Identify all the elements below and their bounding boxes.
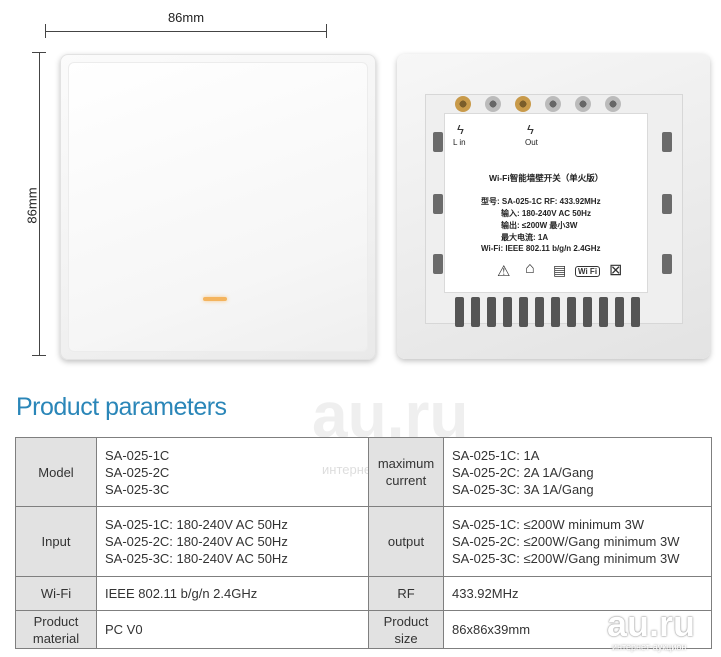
switch-back-image: ϟ ϟ L in Out Wi-Fi智能墙壁开关（单火版） 型号: SA-025…	[397, 54, 710, 359]
param-label: maximum current	[368, 437, 444, 507]
table-row: Product material PC V0 Product size 86x8…	[15, 610, 712, 649]
param-value: 433.92MHz	[443, 576, 712, 611]
watermark-corner-subtitle: интернет-аукцион	[612, 642, 687, 652]
vent-slot	[551, 297, 560, 327]
vent-slot	[503, 297, 512, 327]
param-value-line: SA-025-1C: 180-240V AC 50Hz	[105, 517, 288, 532]
param-value-line: SA-025-2C: 2A 1A/Gang	[452, 464, 594, 480]
terminal-screw	[605, 96, 621, 112]
param-label: RF	[368, 576, 444, 611]
param-value-line: 433.92MHz	[452, 586, 519, 601]
param-label: output	[368, 506, 444, 577]
height-dimension-tick-bottom	[32, 355, 46, 356]
param-value-line: SA-025-1C	[105, 447, 170, 463]
vent-slot	[487, 297, 496, 327]
sticker-title: Wi-Fi智能墙壁开关（单火版）	[489, 173, 604, 183]
sticker-line-1: 型号: SA-025-1C RF: 433.92MHz	[481, 197, 601, 206]
param-label: Wi-Fi	[15, 576, 97, 611]
width-dimension: 86mm	[45, 6, 327, 38]
terminal-screw	[545, 96, 561, 112]
param-value: SA-025-1C SA-025-2C SA-025-3C	[96, 437, 369, 507]
lightning-out-icon: ϟ	[527, 122, 534, 137]
l-in-label: L in	[453, 138, 466, 147]
param-value: SA-025-1C: 180-240V AC 50Hz SA-025-2C: 1…	[96, 506, 369, 577]
param-value-line: SA-025-2C: ≤200W/Gang minimum 3W	[452, 534, 680, 549]
width-dimension-tick-left	[45, 24, 46, 38]
vent-slot	[615, 297, 624, 327]
param-label: Product size	[368, 610, 444, 649]
side-slot	[433, 132, 443, 152]
width-dimension-tick-right	[326, 24, 327, 38]
vent-slot	[455, 297, 464, 327]
param-value: SA-025-1C: ≤200W minimum 3W SA-025-2C: ≤…	[443, 506, 712, 577]
param-value-line: SA-025-2C	[105, 464, 170, 480]
vent-slot	[471, 297, 480, 327]
out-label: Out	[525, 138, 538, 147]
terminal-screw	[515, 96, 531, 112]
terminal-screw	[485, 96, 501, 112]
side-slot	[662, 254, 672, 274]
param-value-line: SA-025-2C: 180-240V AC 50Hz	[105, 534, 288, 549]
height-dimension-tick-top	[32, 52, 46, 53]
param-label: Model	[15, 437, 97, 507]
table-row: Model SA-025-1C SA-025-2C SA-025-3C maxi…	[15, 437, 712, 507]
spec-sticker: ϟ ϟ L in Out Wi-Fi智能墙壁开关（单火版） 型号: SA-025…	[445, 114, 647, 292]
wifi-badge: Wi Fi	[575, 266, 601, 277]
param-value-line: IEEE 802.11 b/g/n 2.4GHz	[105, 586, 258, 601]
width-dimension-line	[45, 31, 327, 32]
param-value-line: PC V0	[105, 622, 143, 637]
height-dimension-line	[39, 52, 40, 356]
side-slot	[662, 194, 672, 214]
indoor-use-icon: ⌂	[525, 260, 535, 277]
sticker-line-2: 输入: 180-240V AC 50Hz	[501, 209, 591, 218]
vent-slot	[535, 297, 544, 327]
switch-front-image	[60, 54, 376, 360]
parameters-table: Model SA-025-1C SA-025-2C SA-025-3C maxi…	[15, 437, 712, 649]
height-dimension-label: 86mm	[24, 187, 40, 224]
side-slot	[433, 194, 443, 214]
vent-slot	[631, 297, 640, 327]
warning-icon: ⚠	[497, 263, 511, 280]
param-label: Product material	[15, 610, 97, 649]
param-value-line: SA-025-3C: ≤200W/Gang minimum 3W	[452, 551, 680, 566]
vent-slot	[583, 297, 592, 327]
width-dimension-label: 86mm	[167, 10, 205, 25]
param-value-line: SA-025-3C: 180-240V AC 50Hz	[105, 551, 288, 566]
param-value-line: SA-025-3C	[105, 481, 170, 497]
vent-slot	[519, 297, 528, 327]
param-label: Input	[15, 506, 97, 577]
terminal-screw	[455, 96, 471, 112]
side-slot	[662, 132, 672, 152]
terminal-screw	[575, 96, 591, 112]
param-value-line: SA-025-1C: ≤200W minimum 3W	[452, 517, 645, 532]
table-row: Input SA-025-1C: 180-240V AC 50Hz SA-025…	[15, 506, 712, 577]
indicator-led	[203, 297, 227, 301]
vent-slot	[599, 297, 608, 327]
sticker-line-5: Wi-Fi: IEEE 802.11 b/g/n 2.4GHz	[481, 244, 601, 253]
switch-front-key	[68, 62, 368, 352]
sticker-line-4: 最大电流: 1A	[501, 233, 549, 242]
watermark-corner-logo: au.ru	[607, 603, 696, 644]
lightning-in-icon: ϟ	[457, 122, 464, 137]
param-value: SA-025-1C: 1A SA-025-2C: 2A 1A/Gang SA-0…	[443, 437, 712, 507]
param-value: IEEE 802.11 b/g/n 2.4GHz	[96, 576, 369, 611]
section-heading: Product parameters	[16, 393, 227, 421]
param-value-line: SA-025-3C: 3A 1A/Gang	[452, 481, 594, 497]
param-value-line: SA-025-1C: 1A	[452, 447, 540, 463]
height-dimension: 86mm	[14, 48, 46, 360]
table-row: Wi-Fi IEEE 802.11 b/g/n 2.4GHz RF 433.92…	[15, 576, 712, 611]
vent-slot	[567, 297, 576, 327]
manual-icon: ▤	[553, 262, 567, 278]
side-slot	[433, 254, 443, 274]
param-value: 86x86x39mm	[443, 610, 712, 649]
param-value: PC V0	[96, 610, 369, 649]
param-value-line: 86x86x39mm	[452, 622, 531, 637]
weee-bin-icon: ⊠	[609, 262, 623, 279]
sticker-line-3: 输出: ≤200W 最小3W	[501, 221, 578, 230]
